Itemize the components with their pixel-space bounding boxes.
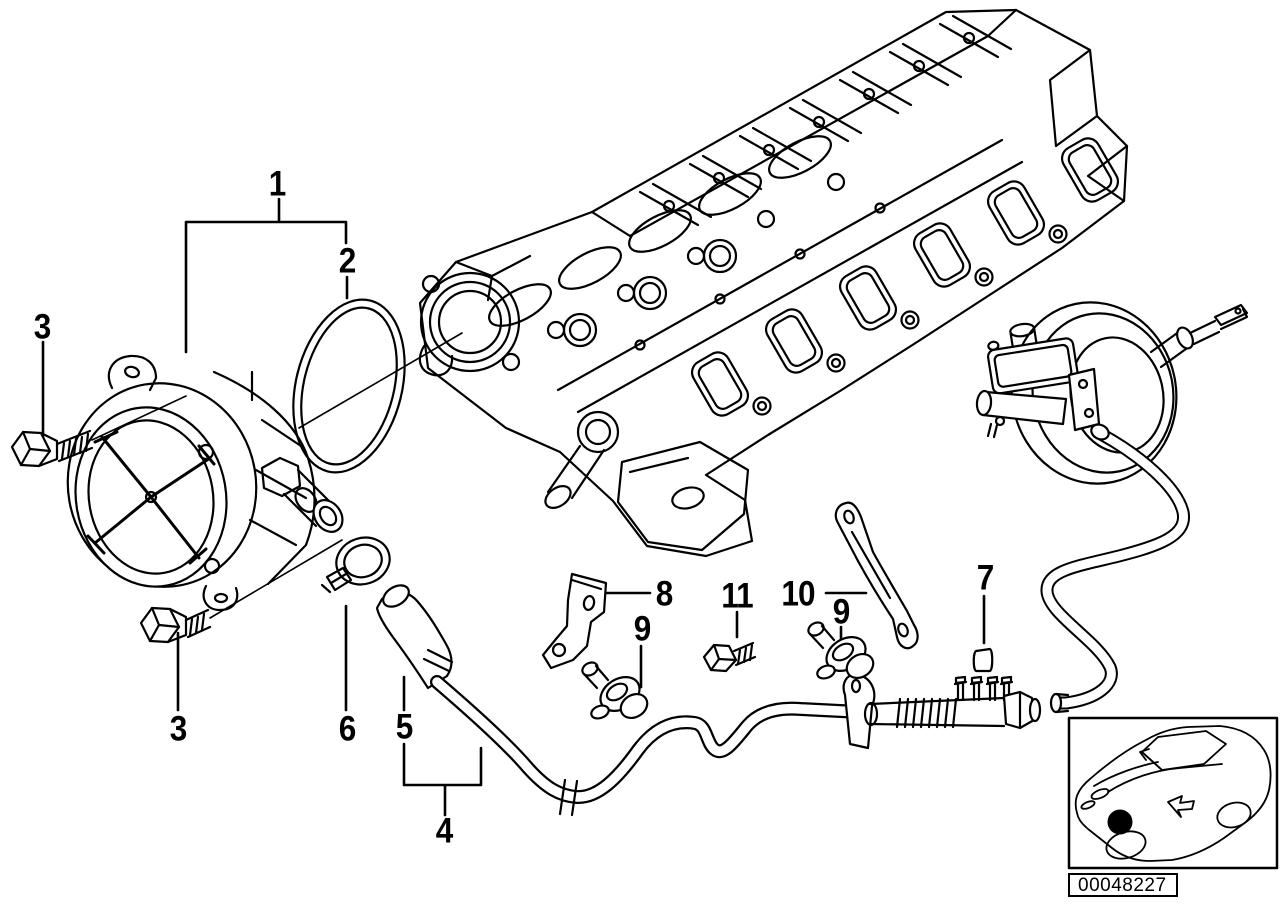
callout-9-10[interactable]: 9 [832, 592, 851, 632]
callout-3-3[interactable]: 3 [169, 709, 188, 749]
bolt-lower-drawing [139, 539, 343, 644]
sleeve-7-drawing [972, 647, 994, 673]
callout-8-8[interactable]: 8 [655, 574, 674, 614]
inset-border [1067, 716, 1279, 870]
brake-reservoir [986, 322, 1079, 395]
callout-10-11[interactable]: 10 [781, 574, 815, 614]
booster-vacuum-hose [1040, 423, 1190, 714]
booster-pushrod [1149, 303, 1249, 369]
pipe-grommet [558, 778, 579, 817]
callout-2-1[interactable]: 2 [338, 241, 357, 281]
pipe-connector-studs [953, 675, 1014, 702]
car-icon [1074, 725, 1272, 862]
callout-11-12[interactable]: 11 [721, 576, 753, 616]
master-cylinder [975, 389, 1068, 439]
callout-9-9[interactable]: 9 [633, 609, 652, 649]
pump-outlet-snout [260, 456, 344, 533]
hose-clamp-6-drawing [320, 536, 391, 594]
o-ring-drawing [292, 298, 463, 474]
callout-5-5[interactable]: 5 [395, 707, 414, 747]
spring-clamp-9-drawing [581, 661, 649, 720]
part-number: 00048227 [1078, 874, 1167, 896]
strap-bracket-10-drawing [834, 501, 919, 650]
leader-lines [41, 197, 986, 817]
elbow-hose-drawing [375, 584, 454, 690]
car-location-inset [1067, 716, 1279, 870]
hood-arrow-icon [1167, 795, 1195, 818]
bolt-upper-drawing [10, 395, 187, 468]
vacuum-pipe-drawing [430, 672, 1042, 817]
part-number-box: 00048227 [1068, 873, 1178, 897]
callout-4-4[interactable]: 4 [435, 811, 454, 851]
callout-7-7[interactable]: 7 [976, 558, 995, 598]
bolt-11-drawing [702, 641, 757, 673]
holder-bracket-8-drawing [541, 572, 608, 670]
leader-1 [184, 197, 348, 354]
brake-booster-drawing [975, 301, 1249, 485]
pump-rotor [86, 430, 216, 565]
leader-4 [402, 742, 483, 817]
callout-1-0[interactable]: 1 [268, 164, 287, 204]
vacuum-pump-drawing [66, 354, 344, 612]
location-dot [1107, 809, 1133, 835]
cylinder-head-drawing [418, 8, 1129, 558]
callout-3-2[interactable]: 3 [33, 307, 52, 347]
callout-6-6[interactable]: 6 [338, 709, 357, 749]
